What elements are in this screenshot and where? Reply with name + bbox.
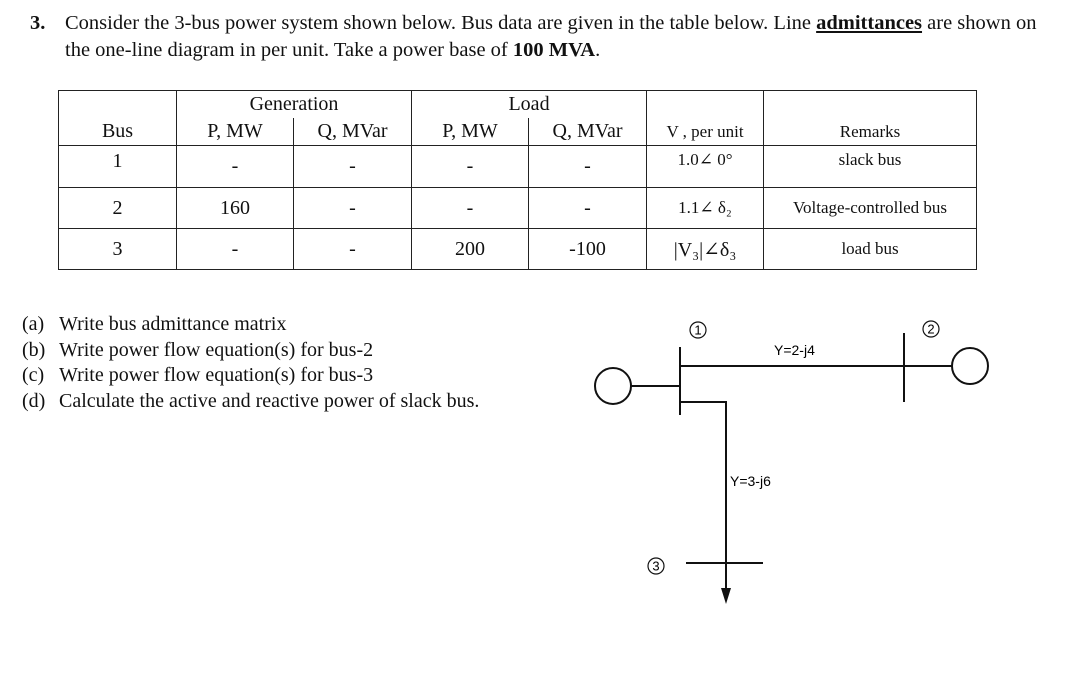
table-row: 2 160 - - - 1.1∠ δ₂ Voltage-controlled b… bbox=[58, 187, 978, 229]
part-text: Write bus admittance matrix bbox=[59, 313, 287, 335]
cell-gen-q: - bbox=[292, 228, 413, 270]
bus-3-label: 3 bbox=[652, 559, 659, 574]
part-label: (c) bbox=[22, 364, 45, 387]
header-generation: Generation bbox=[175, 90, 413, 118]
header-remarks-empty bbox=[763, 90, 978, 118]
cell-gen-p: - bbox=[176, 145, 294, 188]
part-text: Write power flow equation(s) for bus-3 bbox=[59, 364, 374, 387]
cell-gen-p: 160 bbox=[176, 187, 294, 229]
table-row: 3 - - 200 -100 |V₃|∠δ₃ load bus bbox=[58, 228, 978, 270]
cell-load-q: - bbox=[528, 145, 648, 188]
header-gen-q: Q, MVar bbox=[292, 118, 413, 146]
table-header-row-2: Bus P, MW Q, MVar P, MW Q, MVar V , per … bbox=[58, 118, 978, 146]
bus-2-label: 2 bbox=[927, 322, 934, 337]
line-1-2-admittance: Y=2-j4 bbox=[774, 342, 815, 358]
header-voltage-empty bbox=[646, 90, 765, 118]
question-parts: (a) Write bus admittance matrix (b) Writ… bbox=[22, 312, 522, 414]
part-item: (b) Write power flow equation(s) for bus… bbox=[22, 338, 522, 364]
cell-gen-q: - bbox=[292, 145, 413, 188]
question-number: 3. bbox=[30, 12, 46, 34]
generator-2-icon bbox=[951, 347, 989, 385]
bus-2-marker bbox=[922, 320, 940, 338]
cell-bus: 2 bbox=[58, 187, 177, 229]
cell-load-q: -100 bbox=[528, 228, 648, 270]
table-row: 1 - - - - 1.0∠ 0° slack bus bbox=[58, 145, 978, 188]
bus-1-label: 1 bbox=[694, 323, 701, 338]
header-load-q: Q, MVar bbox=[528, 118, 648, 146]
part-item: (a) Write bus admittance matrix bbox=[22, 312, 522, 338]
cell-gen-q: - bbox=[292, 187, 413, 229]
part-label: (d) bbox=[22, 389, 46, 412]
question-statement: 3. Consider the 3-bus power system shown… bbox=[30, 10, 1060, 64]
header-load: Load bbox=[411, 90, 648, 118]
part-item: (c) Write power flow equation(s) for bus… bbox=[22, 363, 522, 389]
table-header-row-1: Generation Load bbox=[58, 90, 978, 118]
cell-voltage: |V₃|∠δ₃ bbox=[646, 228, 765, 270]
header-bus-empty bbox=[58, 90, 177, 118]
cell-remarks: Voltage-controlled bus bbox=[763, 187, 978, 229]
bus-3-marker bbox=[647, 557, 665, 575]
question-text: Consider the 3-bus power system shown be… bbox=[65, 10, 1060, 64]
header-remarks: Remarks bbox=[763, 118, 978, 146]
cell-voltage: 1.1∠ δ₂ bbox=[646, 187, 765, 229]
one-line-diagram: 1 Y=2-j4 2 Y=3-j6 3 bbox=[594, 320, 989, 604]
cell-load-q: - bbox=[528, 187, 648, 229]
part-text: Write power flow equation(s) for bus-2 bbox=[59, 338, 374, 361]
generator-1-icon bbox=[594, 367, 632, 405]
question-text-end: . bbox=[595, 39, 601, 61]
cell-remarks: slack bus bbox=[763, 145, 978, 188]
part-text: Calculate the active and reactive power … bbox=[59, 389, 480, 412]
question-text-middle: are shown on the one-line diagram in per… bbox=[65, 12, 1037, 61]
part-label: (b) bbox=[22, 338, 46, 361]
header-voltage: V , per unit bbox=[646, 118, 765, 146]
cell-load-p: - bbox=[411, 187, 530, 229]
question-emphasis: admittances bbox=[816, 12, 923, 34]
cell-gen-p: - bbox=[176, 228, 294, 270]
line-1-3 bbox=[680, 401, 727, 563]
part-item: (d) Calculate the active and reactive po… bbox=[22, 389, 522, 415]
header-gen-p: P, MW bbox=[176, 118, 294, 146]
line-1-3-admittance: Y=3-j6 bbox=[730, 473, 771, 489]
bus-data-table: Generation Load Bus P, MW Q, MVar P, MW … bbox=[58, 90, 978, 270]
header-load-p: P, MW bbox=[411, 118, 530, 146]
part-label: (a) bbox=[22, 313, 45, 335]
cell-remarks: load bus bbox=[763, 228, 978, 270]
cell-voltage: 1.0∠ 0° bbox=[646, 145, 765, 188]
cell-load-p: - bbox=[411, 145, 530, 188]
header-bus: Bus bbox=[58, 118, 177, 146]
load-arrow-icon bbox=[721, 588, 731, 604]
bus-1-marker bbox=[689, 321, 707, 339]
cell-bus: 1 bbox=[58, 145, 177, 188]
cell-load-p: 200 bbox=[411, 228, 530, 270]
question-text-before: Consider the 3-bus power system shown be… bbox=[65, 12, 817, 34]
power-base: 100 MVA bbox=[512, 39, 596, 61]
cell-bus: 3 bbox=[58, 228, 177, 270]
